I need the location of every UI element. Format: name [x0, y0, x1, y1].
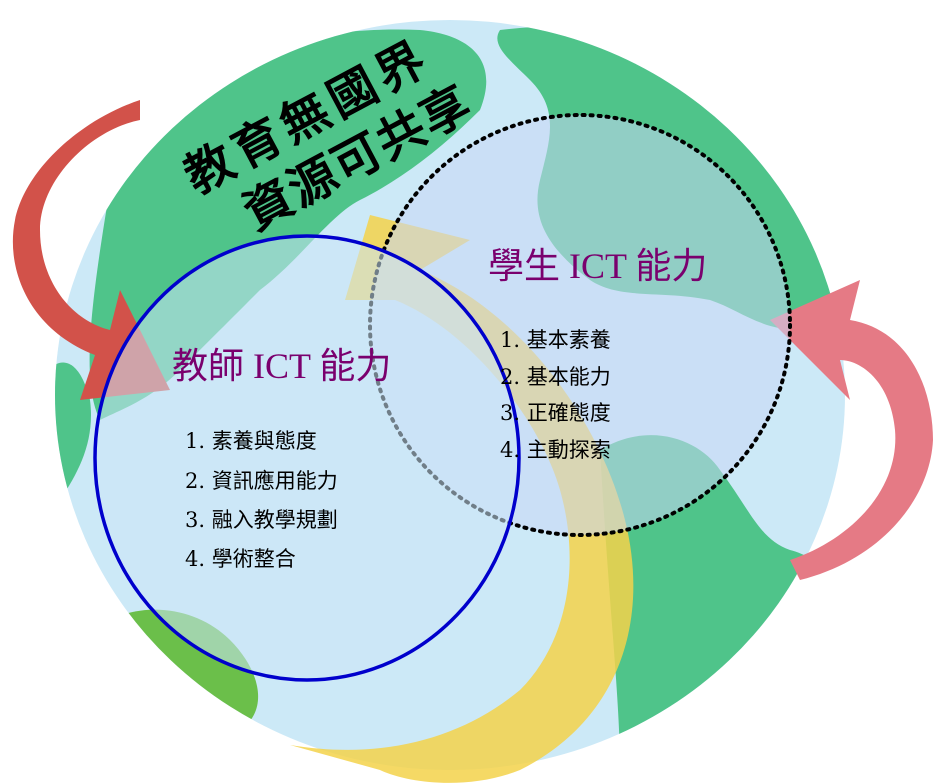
- teacher-item-4: 4. 學術整合: [185, 547, 296, 571]
- teacher-heading: 教師 ICT 能力: [172, 346, 391, 386]
- student-item-3: 3. 正確態度: [500, 401, 611, 425]
- teacher-item-2: 2. 資訊應用能力: [185, 469, 338, 493]
- student-item-4: 4. 主動探索: [500, 438, 611, 462]
- teacher-item-3: 3. 融入教學規劃: [185, 508, 338, 532]
- student-item-1: 1. 基本素養: [500, 328, 611, 352]
- land-left-strip: [55, 362, 91, 500]
- teacher-item-1: 1. 素養與態度: [185, 429, 317, 453]
- arrow-pink: [770, 280, 933, 580]
- student-heading: 學生 ICT 能力: [488, 246, 707, 286]
- arrow-red: [12, 100, 171, 400]
- teacher-circle: [93, 234, 521, 682]
- student-item-2: 2. 基本能力: [500, 365, 611, 389]
